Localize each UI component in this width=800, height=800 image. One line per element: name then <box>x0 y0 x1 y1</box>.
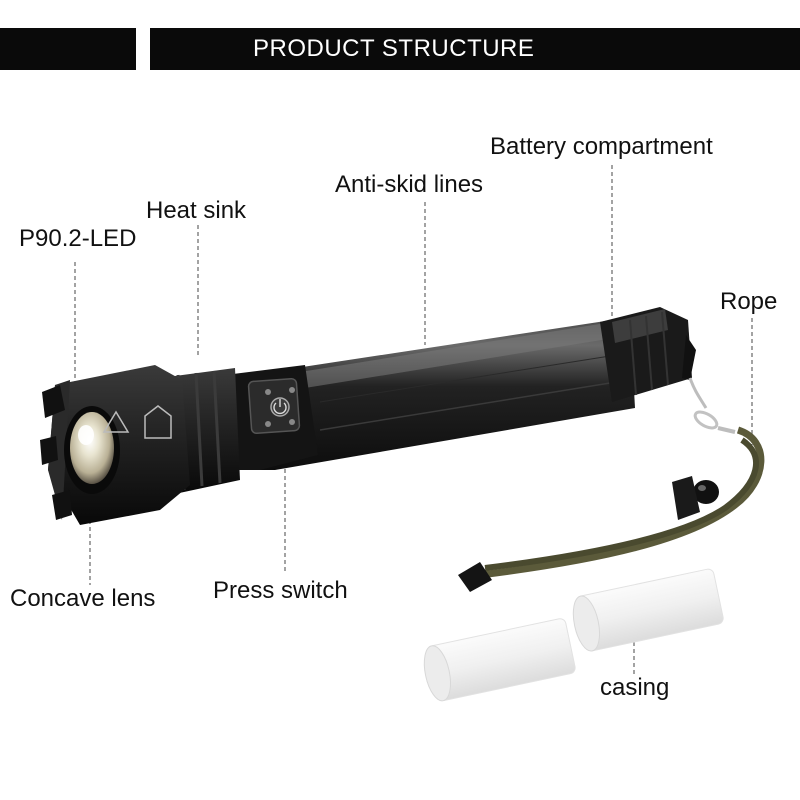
header-bar-accent <box>0 28 136 70</box>
label-heat-sink: Heat sink <box>146 197 247 224</box>
casing-tubes <box>423 568 724 702</box>
header-title: PRODUCT STRUCTURE <box>150 28 800 70</box>
label-casing: casing <box>600 674 670 701</box>
label-concave-lens: Concave lens <box>10 585 156 612</box>
label-led: P90.2-LED <box>19 225 137 252</box>
label-battery-compartment: Battery compartment <box>490 133 713 160</box>
label-anti-skid-lines: Anti-skid lines <box>335 171 484 198</box>
switch-collar <box>225 365 318 470</box>
rope <box>458 377 765 592</box>
home-icon <box>144 405 172 439</box>
label-press-switch: Press switch <box>213 577 348 604</box>
warning-icon <box>102 410 130 433</box>
label-rope: Rope <box>720 288 778 315</box>
flashlight-head <box>40 365 190 525</box>
flashlight-body <box>230 307 696 470</box>
